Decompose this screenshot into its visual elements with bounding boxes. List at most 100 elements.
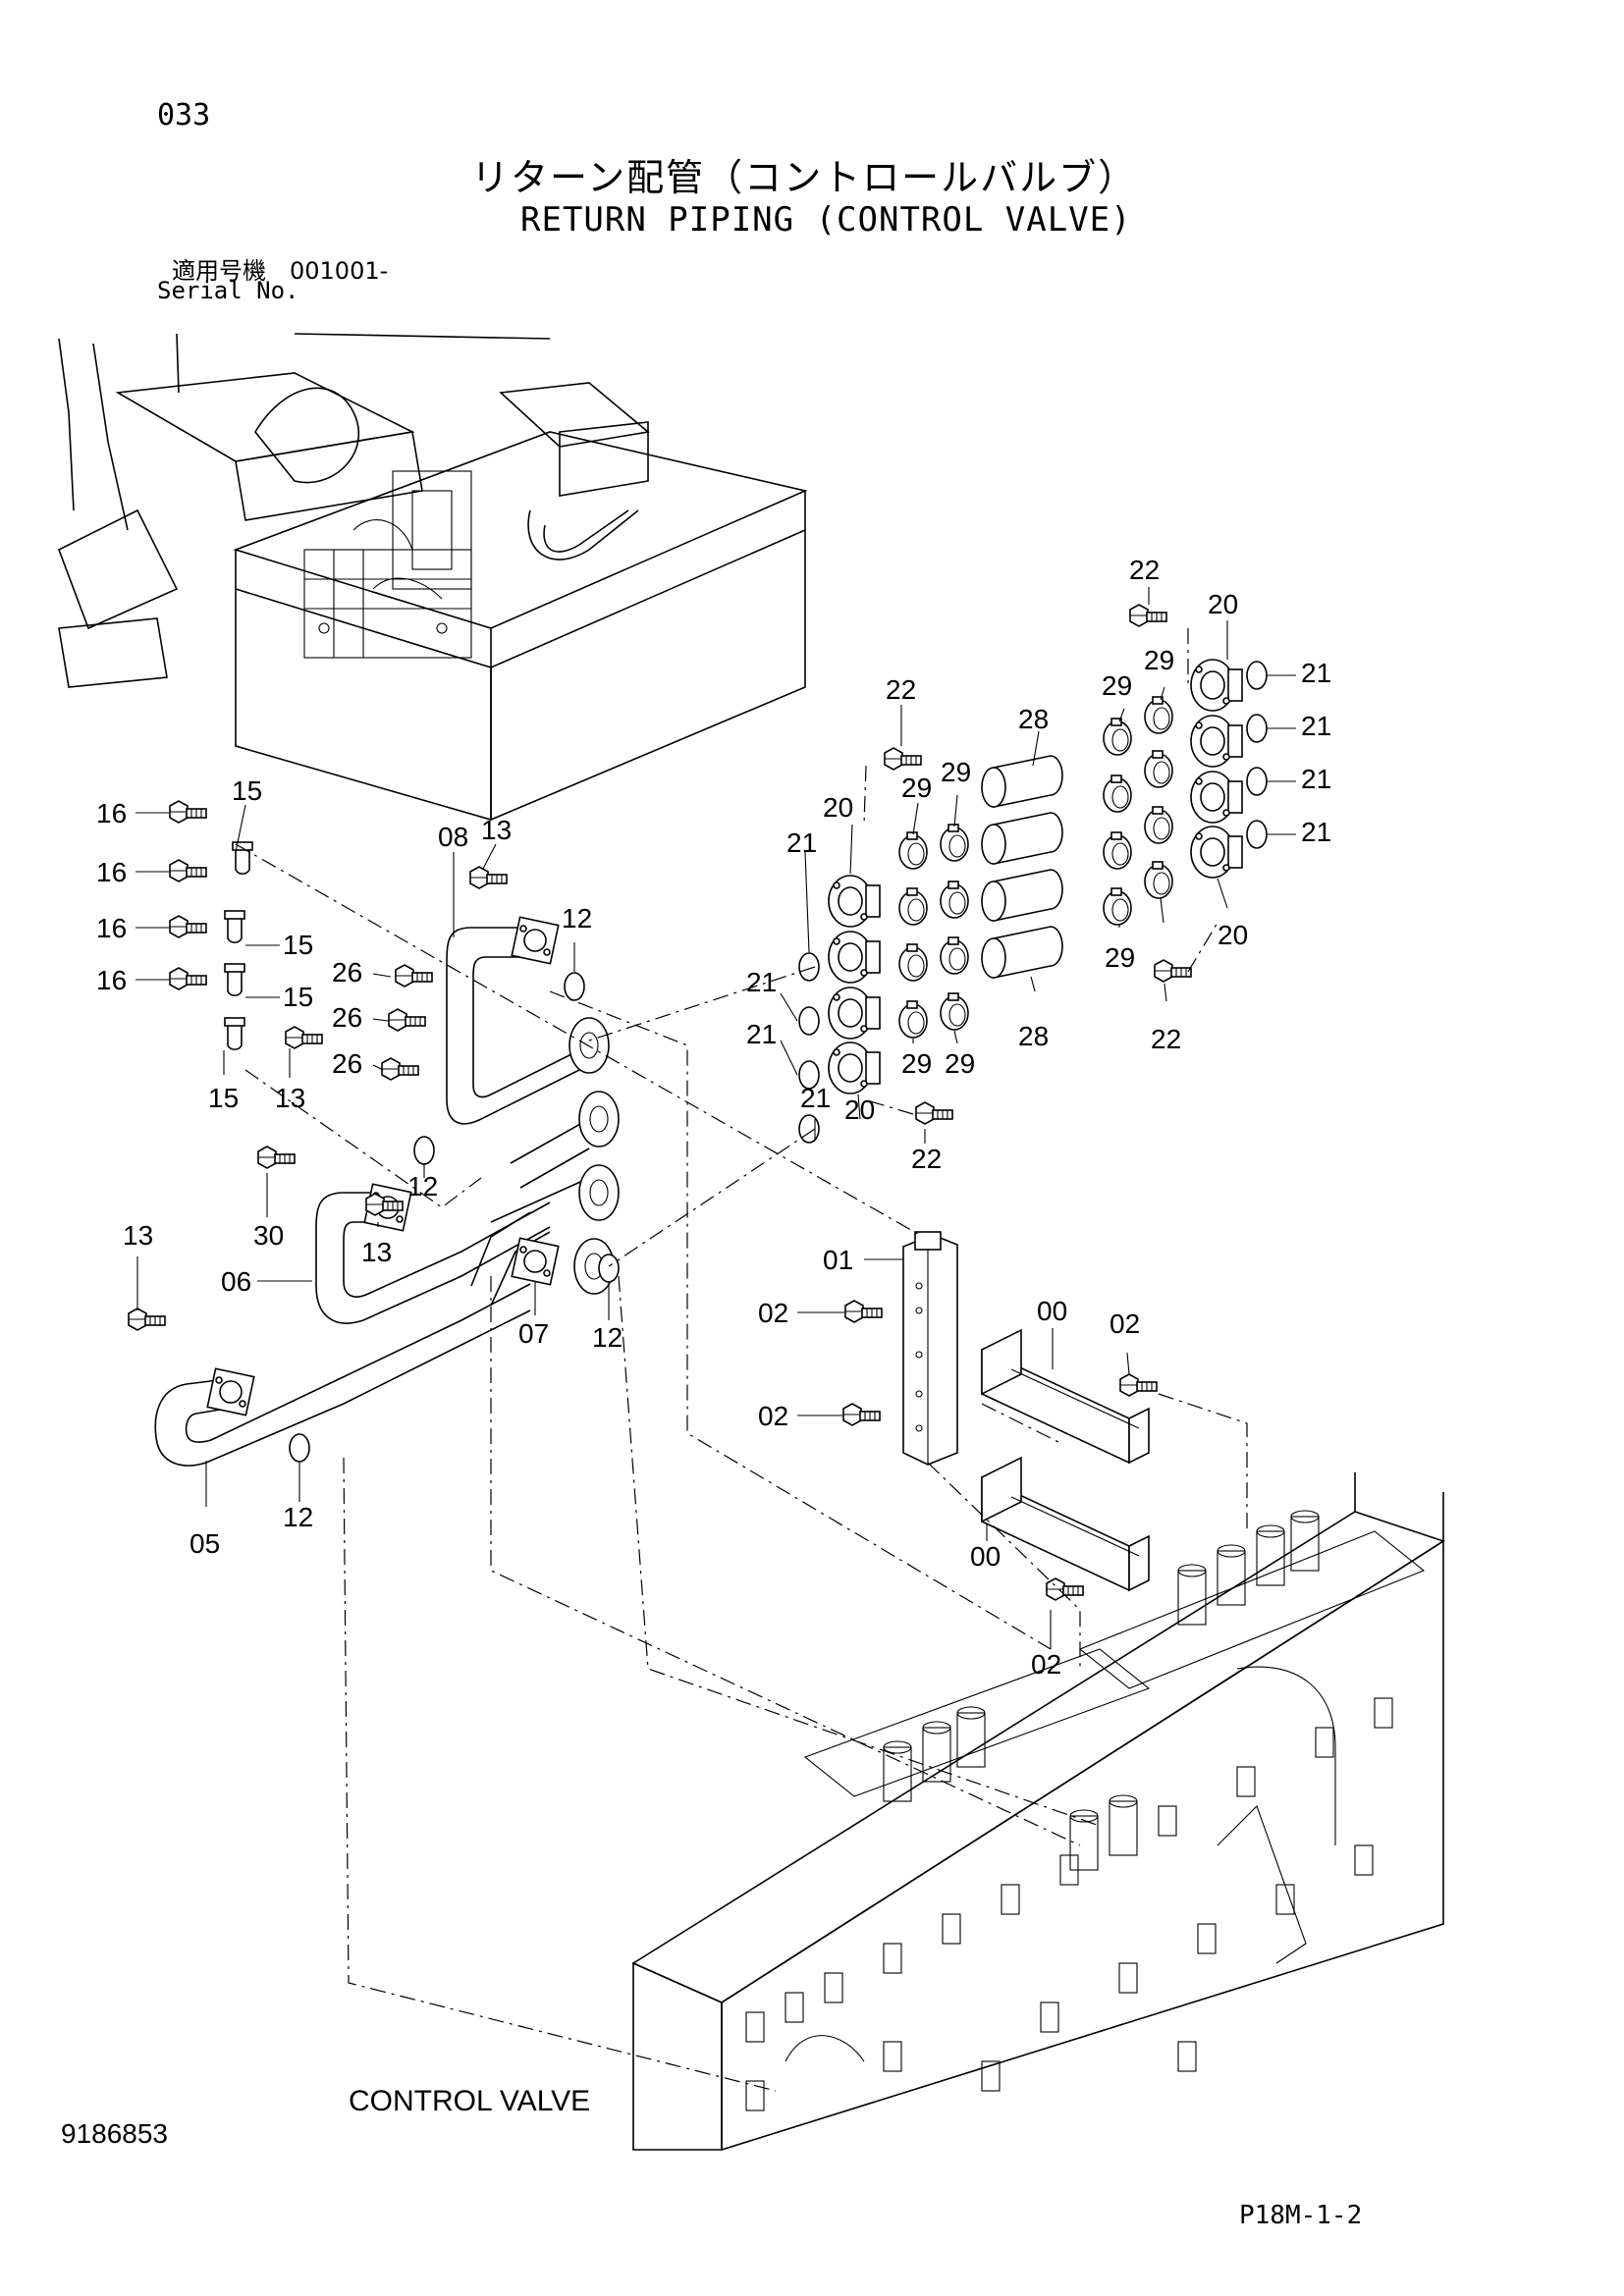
callout-02: 02 xyxy=(758,1401,788,1431)
callout-28: 28 xyxy=(1018,704,1049,734)
flange-icon xyxy=(828,1041,881,1095)
hose-clamp-icon xyxy=(940,936,969,975)
callout-16: 16 xyxy=(96,857,127,887)
o-ring-icon xyxy=(798,1006,820,1036)
callout-00: 00 xyxy=(970,1541,1001,1572)
callout-21: 21 xyxy=(1301,764,1331,794)
hose-icon xyxy=(981,755,1063,808)
hose-clamp-icon xyxy=(898,943,928,982)
o-ring-icon xyxy=(413,1136,435,1165)
callout-16: 16 xyxy=(96,965,127,995)
callout-21: 21 xyxy=(786,828,817,858)
hose-clamp-icon xyxy=(940,824,969,862)
callout-21: 21 xyxy=(1301,817,1331,847)
callout-29: 29 xyxy=(1144,645,1174,675)
callout-02: 02 xyxy=(1031,1649,1061,1680)
flange-icon xyxy=(1190,659,1243,712)
flange-icon xyxy=(1190,826,1243,879)
bolt-icon xyxy=(844,1300,883,1323)
callout-13: 13 xyxy=(123,1220,153,1251)
clip-icon xyxy=(224,1017,245,1050)
callout-29: 29 xyxy=(945,1048,975,1079)
bolt-icon xyxy=(169,859,207,882)
hose-clamp-icon xyxy=(940,992,969,1031)
control-valve-assembly-upper xyxy=(303,470,472,659)
bolt-icon xyxy=(1119,1373,1158,1397)
bolt-icon xyxy=(169,915,207,938)
hose-clamp-icon xyxy=(1144,696,1173,734)
o-ring-icon xyxy=(1246,661,1268,690)
callout-21: 21 xyxy=(746,1019,777,1049)
control-valve-frame xyxy=(631,1472,1445,2152)
o-ring-icon xyxy=(1246,820,1268,849)
bolt-icon xyxy=(1154,959,1192,983)
o-ring-icon xyxy=(1246,714,1268,743)
callout-labels: 22 20 29 29 21 21 21 21 28 22 29 29 20 2… xyxy=(96,555,1331,1680)
callout-06: 06 xyxy=(221,1266,251,1297)
callout-20: 20 xyxy=(1218,920,1248,950)
serial-label-english: Serial No. xyxy=(157,277,299,304)
callout-29: 29 xyxy=(1105,942,1135,973)
o-ring-icon xyxy=(289,1433,310,1463)
callout-15: 15 xyxy=(232,775,262,806)
flange-icon xyxy=(1190,771,1243,824)
flange-icon xyxy=(828,875,881,928)
bracket-assembly xyxy=(842,1231,1158,1601)
bolt-icon xyxy=(469,866,508,889)
hose-clamp-icon xyxy=(898,831,928,870)
clips-and-bolts-left xyxy=(169,800,253,1050)
pipe-flange-05 xyxy=(206,1367,255,1416)
pipe-flange-08 xyxy=(511,916,560,965)
bolt-icon xyxy=(395,964,433,988)
o-ring-icon xyxy=(798,952,820,982)
flange-icon xyxy=(828,987,881,1040)
bolt-icon xyxy=(1129,604,1167,627)
o-ring-icon xyxy=(798,1114,820,1144)
flange-icon xyxy=(828,931,881,984)
callout-29: 29 xyxy=(901,773,932,803)
clip-icon xyxy=(224,963,245,996)
callout-21: 21 xyxy=(1301,658,1331,688)
hose-clamp-icon xyxy=(1144,750,1173,788)
callout-00: 00 xyxy=(1037,1296,1067,1326)
o-ring-icon xyxy=(564,972,585,1001)
callout-29: 29 xyxy=(941,757,971,787)
bolt-icon xyxy=(884,747,922,771)
return-pipes xyxy=(154,927,590,1467)
callout-21: 21 xyxy=(800,1083,831,1113)
bolt-icon xyxy=(842,1403,881,1426)
serial-label-japanese: 適用号機 001001- xyxy=(172,257,389,285)
callout-01: 01 xyxy=(823,1245,853,1275)
callout-29: 29 xyxy=(1102,670,1132,701)
callout-15: 15 xyxy=(208,1083,239,1113)
callout-22: 22 xyxy=(911,1144,942,1174)
hose-icon xyxy=(981,869,1063,922)
callout-12: 12 xyxy=(407,1171,438,1201)
callout-05: 05 xyxy=(189,1528,220,1559)
hose-clamp-icon xyxy=(1144,861,1173,899)
hose-clamp-icon xyxy=(1144,806,1173,844)
callout-16: 16 xyxy=(96,798,127,828)
callout-22: 22 xyxy=(1151,1024,1181,1054)
callout-16: 16 xyxy=(96,913,127,943)
bolt-icon xyxy=(169,967,207,990)
callout-13: 13 xyxy=(361,1237,392,1267)
callout-20: 20 xyxy=(1208,589,1238,619)
valve-port-flanges xyxy=(568,1017,620,1295)
leader-lines xyxy=(135,587,1296,1649)
callout-30: 30 xyxy=(253,1220,284,1251)
o-ring-icon xyxy=(1246,767,1268,796)
callout-02: 02 xyxy=(1110,1308,1140,1339)
callout-02: 02 xyxy=(758,1298,788,1328)
callout-08: 08 xyxy=(438,822,468,852)
callout-12: 12 xyxy=(283,1502,313,1532)
document-number: 9186853 xyxy=(61,2118,169,2149)
control-valve-label: CONTROL VALVE xyxy=(349,2085,591,2117)
hose-clamp-icon xyxy=(1103,887,1132,926)
callout-22: 22 xyxy=(886,674,916,705)
pipe-flange-07 xyxy=(511,1237,560,1286)
callout-15: 15 xyxy=(283,930,313,960)
bolt-icon xyxy=(388,1008,426,1032)
callout-13: 13 xyxy=(481,815,512,845)
